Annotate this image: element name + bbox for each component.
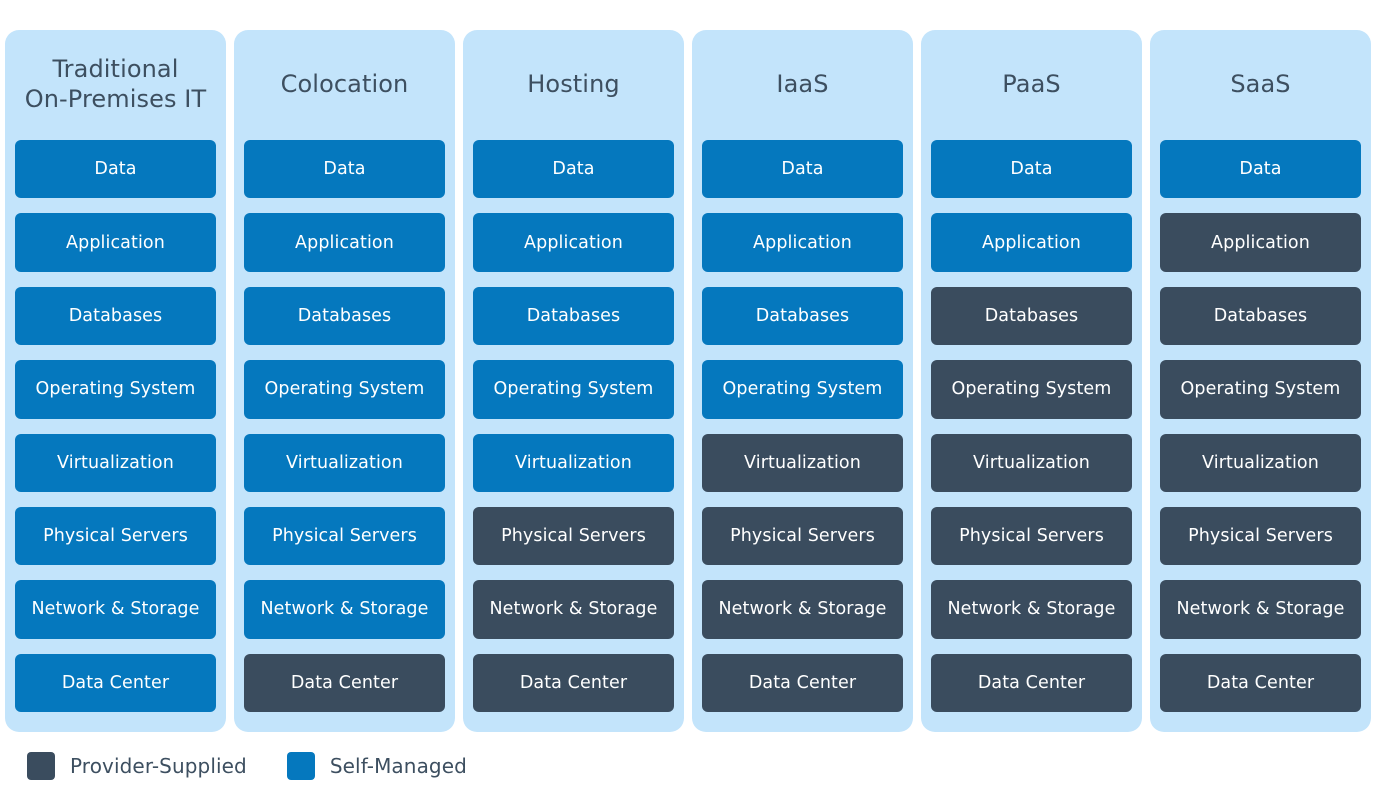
layer-cell[interactable]: Application <box>931 213 1132 272</box>
layer-cell[interactable]: Data <box>1160 140 1361 199</box>
layer-cell[interactable]: Operating System <box>473 360 674 419</box>
layer-cell[interactable]: Virtualization <box>702 433 903 492</box>
layer-cell[interactable]: Data Center <box>15 653 216 712</box>
legend-label-self-managed: Self-Managed <box>329 754 467 778</box>
layer-cell[interactable]: Network & Storage <box>15 580 216 639</box>
legend-item-provider-supplied: Provider-Supplied <box>27 752 247 780</box>
layer-cell[interactable]: Databases <box>15 286 216 346</box>
layer-cell[interactable]: Data Center <box>931 653 1132 712</box>
layer-cell[interactable]: Physical Servers <box>15 506 216 566</box>
layer-cell[interactable]: Physical Servers <box>1160 506 1361 566</box>
layer-cell[interactable]: Data Center <box>473 653 674 712</box>
layer-cell[interactable]: Virtualization <box>244 433 445 492</box>
column-title-traditional-on-premises-it: Traditional On-Premises IT <box>24 55 207 113</box>
layer-cell[interactable]: Data <box>931 140 1132 199</box>
layer-cell[interactable]: Databases <box>1160 286 1361 346</box>
legend-swatch-self-managed <box>286 752 315 780</box>
legend-swatch-provider-supplied <box>27 752 55 780</box>
layer-cell[interactable]: Data <box>702 140 903 199</box>
column-title-paas: PaaS <box>1002 70 1061 99</box>
layer-cell[interactable]: Network & Storage <box>473 580 674 639</box>
layer-cell[interactable]: Application <box>473 213 674 272</box>
column-title-hosting: Hosting <box>527 70 620 99</box>
layer-cell[interactable]: Virtualization <box>1160 433 1361 492</box>
layer-cell[interactable]: Physical Servers <box>702 506 903 566</box>
layer-cell[interactable]: Databases <box>244 286 445 346</box>
layer-cell[interactable]: Application <box>244 213 445 272</box>
column-title-saas: SaaS <box>1230 70 1291 99</box>
column-title-colocation: Colocation <box>280 70 409 99</box>
legend-label-provider-supplied: Provider-Supplied <box>70 754 247 778</box>
layer-cell[interactable]: Application <box>702 213 903 272</box>
layer-cell[interactable]: Data Center <box>244 653 445 712</box>
layer-cell[interactable]: Data <box>473 140 674 199</box>
layer-cell[interactable]: Application <box>15 213 216 272</box>
layer-cell[interactable]: Physical Servers <box>244 506 445 566</box>
layer-cell[interactable]: Operating System <box>15 360 216 419</box>
legend-item-self-managed: Self-Managed <box>286 752 467 780</box>
layer-cell[interactable]: Databases <box>702 286 903 346</box>
layer-cell[interactable]: Application <box>1160 213 1361 272</box>
layer-cell[interactable]: Network & Storage <box>702 580 903 639</box>
layer-cell[interactable]: Operating System <box>1160 360 1361 419</box>
layer-cell[interactable]: Network & Storage <box>244 580 445 639</box>
layer-cell[interactable]: Virtualization <box>473 433 674 492</box>
layer-cell[interactable]: Virtualization <box>931 433 1132 492</box>
layer-cell[interactable]: Databases <box>931 286 1132 346</box>
layer-cell[interactable]: Data <box>244 140 445 199</box>
layer-cell[interactable]: Physical Servers <box>931 506 1132 566</box>
layer-cell[interactable]: Data Center <box>1160 653 1361 712</box>
layer-cell[interactable]: Data <box>15 140 216 199</box>
layer-cell[interactable]: Physical Servers <box>473 506 674 566</box>
layer-cell[interactable]: Operating System <box>931 360 1132 419</box>
column-title-iaas: IaaS <box>776 70 829 99</box>
layer-cell[interactable]: Network & Storage <box>931 580 1132 639</box>
layer-cell[interactable]: Operating System <box>702 360 903 419</box>
layer-cell[interactable]: Operating System <box>244 360 445 419</box>
layer-cell[interactable]: Virtualization <box>15 433 216 492</box>
layer-cell[interactable]: Data Center <box>702 653 903 712</box>
layer-cell[interactable]: Network & Storage <box>1160 580 1361 639</box>
legend: Provider-Supplied Self-Managed <box>27 752 467 780</box>
layer-cell[interactable]: Databases <box>473 286 674 346</box>
